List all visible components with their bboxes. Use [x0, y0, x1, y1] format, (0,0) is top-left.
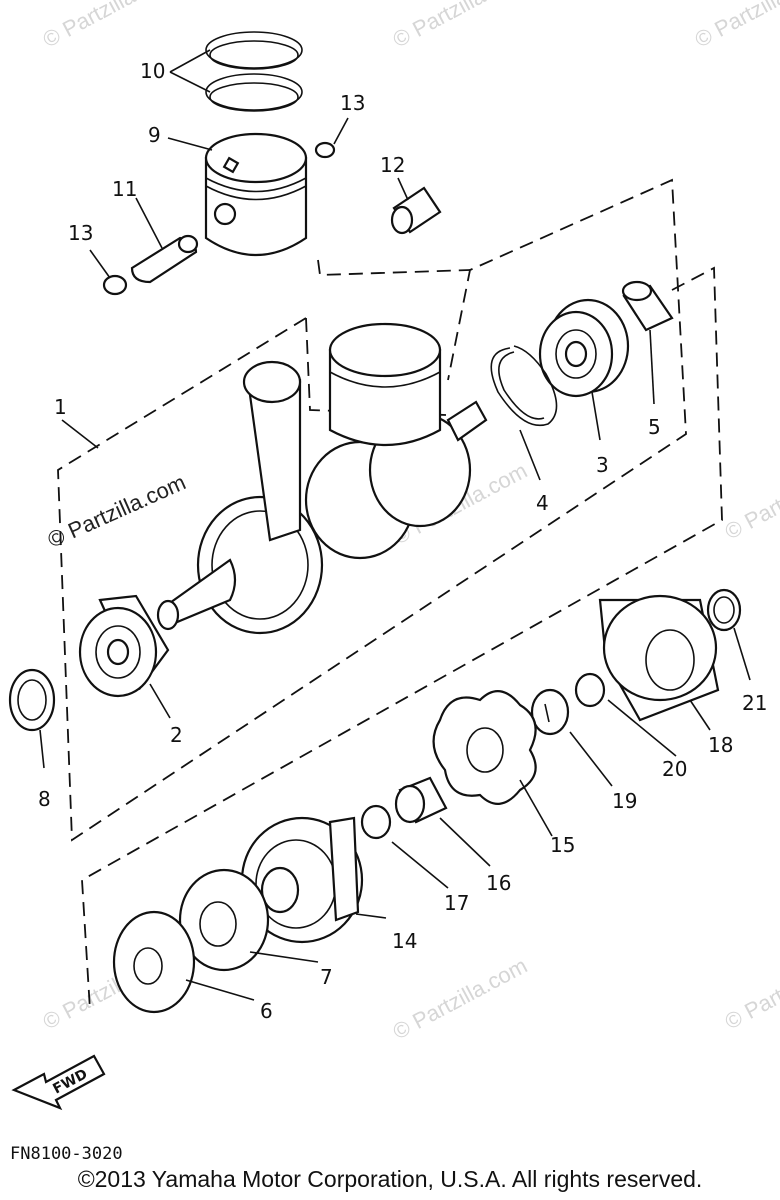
- bearing-right: [538, 298, 630, 398]
- plug: [530, 688, 570, 736]
- watermark-text: © Partzilla.com: [389, 953, 532, 1045]
- watermark-text: © Partzilla.com: [39, 0, 182, 52]
- callout-9: 9: [148, 123, 161, 147]
- drawing-code: FN8100-3020: [10, 1144, 123, 1164]
- watermark-text: © Partzilla.com: [721, 943, 780, 1035]
- callout-12: 12: [380, 153, 405, 177]
- circlip-lower: [102, 274, 128, 296]
- crankshaft-assembly: [156, 322, 488, 635]
- coupling-housing: [598, 594, 720, 722]
- callout-21: 21: [742, 691, 767, 715]
- piston-pin: [130, 234, 199, 284]
- bushing: [621, 280, 674, 332]
- callout-4: 4: [536, 491, 549, 515]
- callout-7: 7: [320, 965, 333, 989]
- needle-bearing: [390, 186, 442, 235]
- callout-16: 16: [486, 871, 511, 895]
- callout-19: 19: [612, 789, 637, 813]
- piston: [204, 132, 308, 256]
- bearing-left: [78, 594, 170, 698]
- copyright-notice: ©2013 Yamaha Motor Corporation, U.S.A. A…: [77, 1166, 703, 1192]
- o-ring-20: [574, 672, 606, 708]
- callout-6: 6: [260, 999, 273, 1023]
- callout-13-upper: 13: [340, 91, 365, 115]
- callout-18: 18: [708, 733, 733, 757]
- coupling-nut: [394, 776, 448, 824]
- watermark-label: © Partzilla.com: [44, 469, 190, 552]
- oil-seal: [8, 668, 56, 732]
- callout-13-lower: 13: [68, 221, 93, 245]
- washer-21: [706, 588, 742, 632]
- snap-ring: [490, 345, 558, 426]
- watermark-text: © Partzilla.com: [389, 0, 532, 52]
- callout-20: 20: [662, 757, 687, 781]
- coupling-flange: [240, 816, 364, 944]
- plate: [178, 868, 270, 972]
- watermark-text: © Partzilla.com: [721, 453, 780, 545]
- callout-3: 3: [596, 453, 609, 477]
- callout-2: 2: [170, 723, 183, 747]
- callout-10: 10: [140, 59, 165, 83]
- watermark-text: © Partzilla.com: [691, 0, 780, 52]
- callout-11: 11: [112, 177, 137, 201]
- piston-rings: [205, 31, 303, 112]
- callout-17: 17: [444, 891, 469, 915]
- assembly-boundary: [57, 178, 723, 1011]
- o-ring-17: [360, 804, 392, 840]
- cover-plate: [112, 910, 196, 1014]
- callout-1: 1: [54, 395, 67, 419]
- callout-5: 5: [648, 415, 661, 439]
- leader-lines: [39, 49, 751, 1001]
- rubber-damper: [432, 690, 537, 805]
- callout-8: 8: [38, 787, 51, 811]
- callout-labels: 1 2 3 4 5 6 7 8 9 10 11 12 13 13 14 15 1…: [38, 59, 767, 1023]
- forward-arrow-icon: FWD: [11, 1054, 106, 1111]
- callout-15: 15: [550, 833, 575, 857]
- circlip-upper: [314, 141, 336, 159]
- callout-14: 14: [392, 929, 417, 953]
